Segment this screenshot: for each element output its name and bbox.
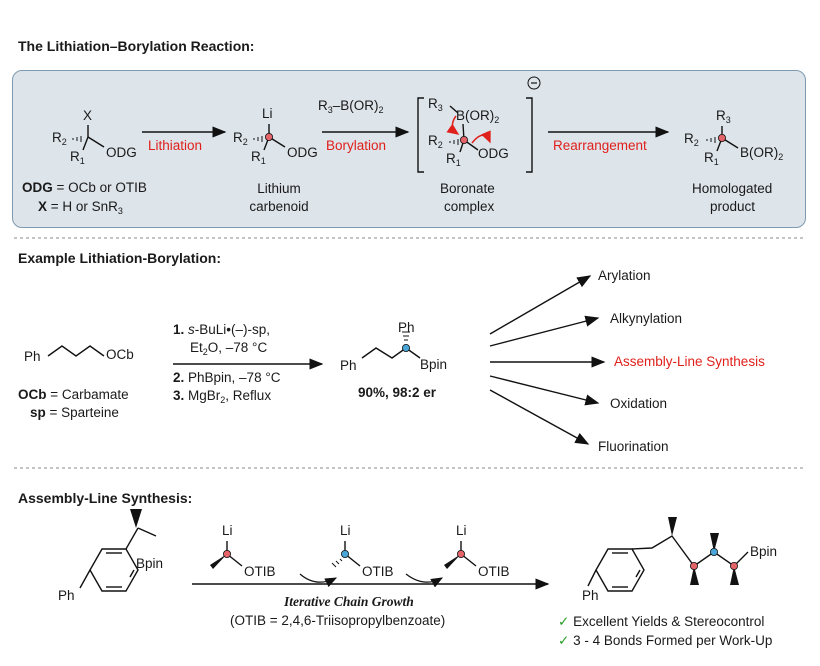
outcome-1: Alkynylation [610,311,683,326]
def-sp: sp = Sparteine [30,405,119,420]
reagent1-otib: OTIB [244,564,276,579]
product-hash [706,137,716,143]
label-odg-c: ODG [287,145,318,160]
outcome-3: Oxidation [610,396,668,411]
step-rearrangement: Rearrangement [553,138,647,153]
label-r3-prod: R3 [716,108,731,125]
label-r1-c: R1 [251,149,266,166]
product2-atom [401,343,410,352]
substrate-ph: Ph [24,349,41,364]
label-r3-borane: R3–B(OR)2 [318,98,384,115]
cond-1b: Et2O, –78 °C [190,340,268,357]
biphenyl-start [79,527,157,592]
boronate-atom [459,135,468,144]
reagent1-atom [222,550,231,559]
atom-x: X [83,108,93,123]
label-r1-sm: R1 [70,149,85,166]
label-r2-prod: R2 [684,131,699,148]
reagent2-atom [340,550,349,559]
reagent3-li: Li [456,523,467,538]
wedge-start [130,509,142,528]
label-boronate: Boronate [440,181,495,196]
boronate-hash [449,139,459,145]
bracket-right [526,97,533,173]
benefit-0: ✓ Excellent Yields & Stereocontrol [558,614,765,629]
label-r1-prod: R1 [704,150,719,167]
benefit-1: ✓ 3 - 4 Bonds Formed per Work-Up [558,633,773,648]
label-bor-prod: B(OR)2 [740,145,784,162]
outcome-0: Arylation [598,268,651,283]
carbenoid-hash [253,136,263,142]
label-homologated: Homologated [692,181,773,196]
def-x: X = H or SnR3 [38,199,123,216]
substrate-chain [47,345,105,357]
reagent-bonds [226,541,477,567]
iterative-note: (OTIB = 2,4,6-Triisopropylbenzoate) [230,613,446,628]
label-r2-c: R2 [233,130,248,147]
iterative-label: Iterative Chain Growth [284,594,414,609]
label-complex: complex [444,199,495,214]
yield: 90%, 98:2 er [358,385,437,400]
def-ocb: OCb = Carbamate [18,387,129,402]
reagent2-otib: OTIB [362,564,394,579]
check-icon: ✓ [558,614,570,629]
charge-circle [527,76,541,90]
start-bpin: Bpin [136,556,164,571]
cond-3: 3. MgBr2, Reflux [173,388,272,405]
product-bpin: Bpin [750,544,778,559]
label-carbenoid: carbenoid [249,199,309,214]
reagent3-atom [456,550,465,559]
starting-material-bonds [82,125,105,151]
label-r1-complex: R1 [446,151,461,168]
product-atom [718,133,727,142]
carbenoid-atom [264,132,273,141]
reagent1-li: Li [222,523,233,538]
label-lithium: Lithium [257,181,301,196]
label-odg-sm: ODG [106,145,137,160]
label-r2-sm: R2 [52,130,67,147]
curved-arrow-2 [471,130,491,144]
check-icon: ✓ [558,633,570,648]
fan-arrows [489,275,606,445]
outcome-4: Fluorination [598,439,669,454]
step-borylation: Borylation [326,138,387,153]
outcome-2: Assembly-Line Synthesis [614,354,765,369]
label-bor-complex: B(OR)2 [456,108,500,125]
prod2-ph: Ph [340,358,357,373]
bracket-left [417,97,424,173]
starting-material-hash [72,136,82,142]
label-odg-complex: ODG [478,146,509,161]
prod2-bpin: Bpin [420,357,448,372]
product-ph: Ph [582,588,599,603]
label-r3-complex: R3 [428,96,443,113]
section3-title: Assembly-Line Synthesis: [18,490,193,506]
prod2-ph-top: Ph [398,320,415,335]
reaction-panel [12,70,806,228]
product2-hash [402,331,410,341]
start-ph: Ph [58,588,75,603]
biphenyl-product [587,535,749,592]
label-r2-complex: R2 [428,133,443,150]
reagent2-li: Li [340,523,351,538]
def-odg: ODG = OCb or OTIB [22,180,147,195]
label-product: product [710,199,756,214]
reagent3-otib: OTIB [478,564,510,579]
cond-1: 1. s-BuLi•(–)-sp, [173,322,271,337]
substrate-ocb: OCb [106,347,134,362]
section2-title: Example Lithiation-Borylation: [18,250,222,266]
cond-2: 2. PhBpin, –78 °C [173,370,281,385]
product2-chain [361,347,407,359]
curved-arrow-1 [446,115,460,135]
step-lithiation: Lithiation [148,138,203,153]
atom-li: Li [262,106,273,121]
section1-title: The Lithiation–Borylation Reaction: [18,38,255,54]
